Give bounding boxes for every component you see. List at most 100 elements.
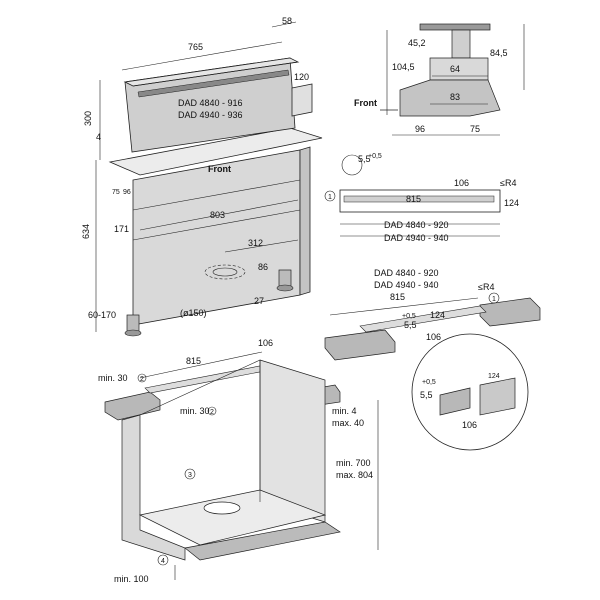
cabinet-marker-2b-circle <box>207 406 217 416</box>
worktop-model-2: DAD 4940 - 940 <box>374 280 439 290</box>
dim-150: (ø150) <box>180 308 207 318</box>
worktop-815: 815 <box>390 292 405 302</box>
dim-803-line <box>139 199 299 231</box>
dim-4: 4 <box>96 132 101 142</box>
worktop-124: 124 <box>430 310 445 320</box>
cabinet-marker-2b: 2 <box>210 409 214 416</box>
duct-outline <box>204 264 246 280</box>
body-line-2 <box>132 209 301 241</box>
cabinet-marker-3: 3 <box>188 472 192 479</box>
cabinet-marker-4: 4 <box>161 558 165 565</box>
dim-803: 803 <box>210 210 225 220</box>
worktop-marker: 1 <box>492 296 496 303</box>
duct-opening <box>212 267 238 277</box>
cutout-rect <box>339 189 501 213</box>
cutout-model-2: DAD 4940 - 940 <box>384 233 449 243</box>
cabinet-min30-b: min. 30 <box>180 406 210 416</box>
body-line-1 <box>132 179 301 211</box>
dim-58: 58 <box>282 16 292 26</box>
cabinet-marker-4-circle <box>157 554 169 566</box>
cabinet-max804: max. 804 <box>336 470 373 480</box>
cabinet-worktop-left <box>104 391 161 421</box>
dim-60-170: 60-170 <box>88 310 116 320</box>
unit-side <box>299 146 311 296</box>
dim-171: 171 <box>114 224 129 234</box>
zoom-step-right <box>479 377 516 416</box>
dim-58-line <box>271 21 297 28</box>
cutout-815: 815 <box>406 194 421 204</box>
cutout-marker-circle <box>324 190 336 202</box>
cutout-r4: ≤R4 <box>500 178 516 188</box>
dim-765-line <box>121 41 283 71</box>
dim-84-5: 84,5 <box>490 48 508 58</box>
dim-96-side: 96 <box>415 124 425 134</box>
dim-634: 634 <box>81 224 91 239</box>
dim-86: 86 <box>258 262 268 272</box>
cabinet-plinth <box>184 521 341 561</box>
zoom-tol: +0,5 <box>422 379 436 386</box>
worktop-detail-view: DAD 4840 - 920 DAD 4940 - 940 ≤R4 815 +0… <box>324 268 541 361</box>
cabinet-rail <box>144 364 271 394</box>
cabinet-top-edge <box>139 359 261 416</box>
cutout-detail-circle <box>341 154 363 176</box>
cabinet-view: 815 106 min. 30 2 min. 30 2 min. 4 max. … <box>98 338 379 584</box>
cabinet-marker-3-circle <box>184 468 196 480</box>
cabinet-floor <box>138 489 327 546</box>
worktop-5-5: 5,5 <box>404 320 417 330</box>
cabinet-marker-2a-circle <box>137 373 147 383</box>
dim-83: 83 <box>450 92 460 102</box>
worktop-left-piece <box>324 329 396 361</box>
dim-75-side: 75 <box>470 124 480 134</box>
cabinet-min4: min. 4 <box>332 406 357 416</box>
cutout-slot <box>343 195 495 203</box>
front-label-side: Front <box>354 98 377 108</box>
main-unit-view: 765 58 300 120 4 634 75 96 171 803 312 8… <box>81 16 323 337</box>
cabinet-marker-2a: 2 <box>140 376 144 383</box>
cabinet-815: 815 <box>186 356 201 366</box>
cabinet-dim-815-line <box>139 351 263 379</box>
dim-765: 765 <box>188 42 203 52</box>
foot-left-base <box>124 329 142 337</box>
model-label-2: DAD 4940 - 936 <box>178 110 243 120</box>
cabinet-max40: max. 40 <box>332 418 364 428</box>
cabinet-106: 106 <box>258 338 273 348</box>
cutout-106: 106 <box>454 178 469 188</box>
cutout-tol: +0,5 <box>368 153 382 160</box>
front-label: Front <box>208 164 231 174</box>
side-profile-view: 104,5 45,2 84,5 64 83 96 75 Front <box>354 23 525 136</box>
worktop-dim-815-line <box>329 297 479 316</box>
zoom-step-left <box>439 387 471 416</box>
dim-312-line <box>224 239 299 253</box>
cutout-marker: 1 <box>328 194 332 201</box>
cutout-model-1: DAD 4840 - 920 <box>384 220 449 230</box>
panel-vent <box>137 69 290 98</box>
dim-27: 27 <box>254 296 264 306</box>
dim-300: 300 <box>83 111 93 126</box>
foot-right-base <box>276 284 294 292</box>
worktop-tol: +0,5 <box>402 313 416 320</box>
unit-body <box>132 149 301 326</box>
side-upper <box>451 29 471 59</box>
cutout-plan-view: 5,5 +0,5 1 106 ≤R4 815 124 DAD 4840 - 92… <box>324 153 519 243</box>
worktop-model-1: DAD 4840 - 920 <box>374 268 439 278</box>
cutout-124: 124 <box>504 198 519 208</box>
zoom-detail-view: +0,5 5,5 124 106 <box>411 333 529 451</box>
worktop-marker-circle <box>488 292 500 304</box>
cabinet-min100: min. 100 <box>114 574 149 584</box>
worktop-106: 106 <box>426 332 441 342</box>
cabinet-min30-a: min. 30 <box>98 373 128 383</box>
cabinet-duct-hole <box>203 501 241 515</box>
cutout-5-5: 5,5 <box>358 154 371 164</box>
dim-312: 312 <box>248 238 263 248</box>
side-lower <box>399 79 501 117</box>
zoom-106: 106 <box>462 420 477 430</box>
dim-75: 75 <box>112 189 120 196</box>
dim-96: 96 <box>123 189 131 196</box>
model-label-1: DAD 4840 - 916 <box>178 98 243 108</box>
dim-120: 120 <box>294 72 309 82</box>
cabinet-left-wall <box>121 414 186 561</box>
cabinet-min700: min. 700 <box>336 458 371 468</box>
panel-edge <box>132 61 299 87</box>
zoom-124: 124 <box>488 373 500 380</box>
